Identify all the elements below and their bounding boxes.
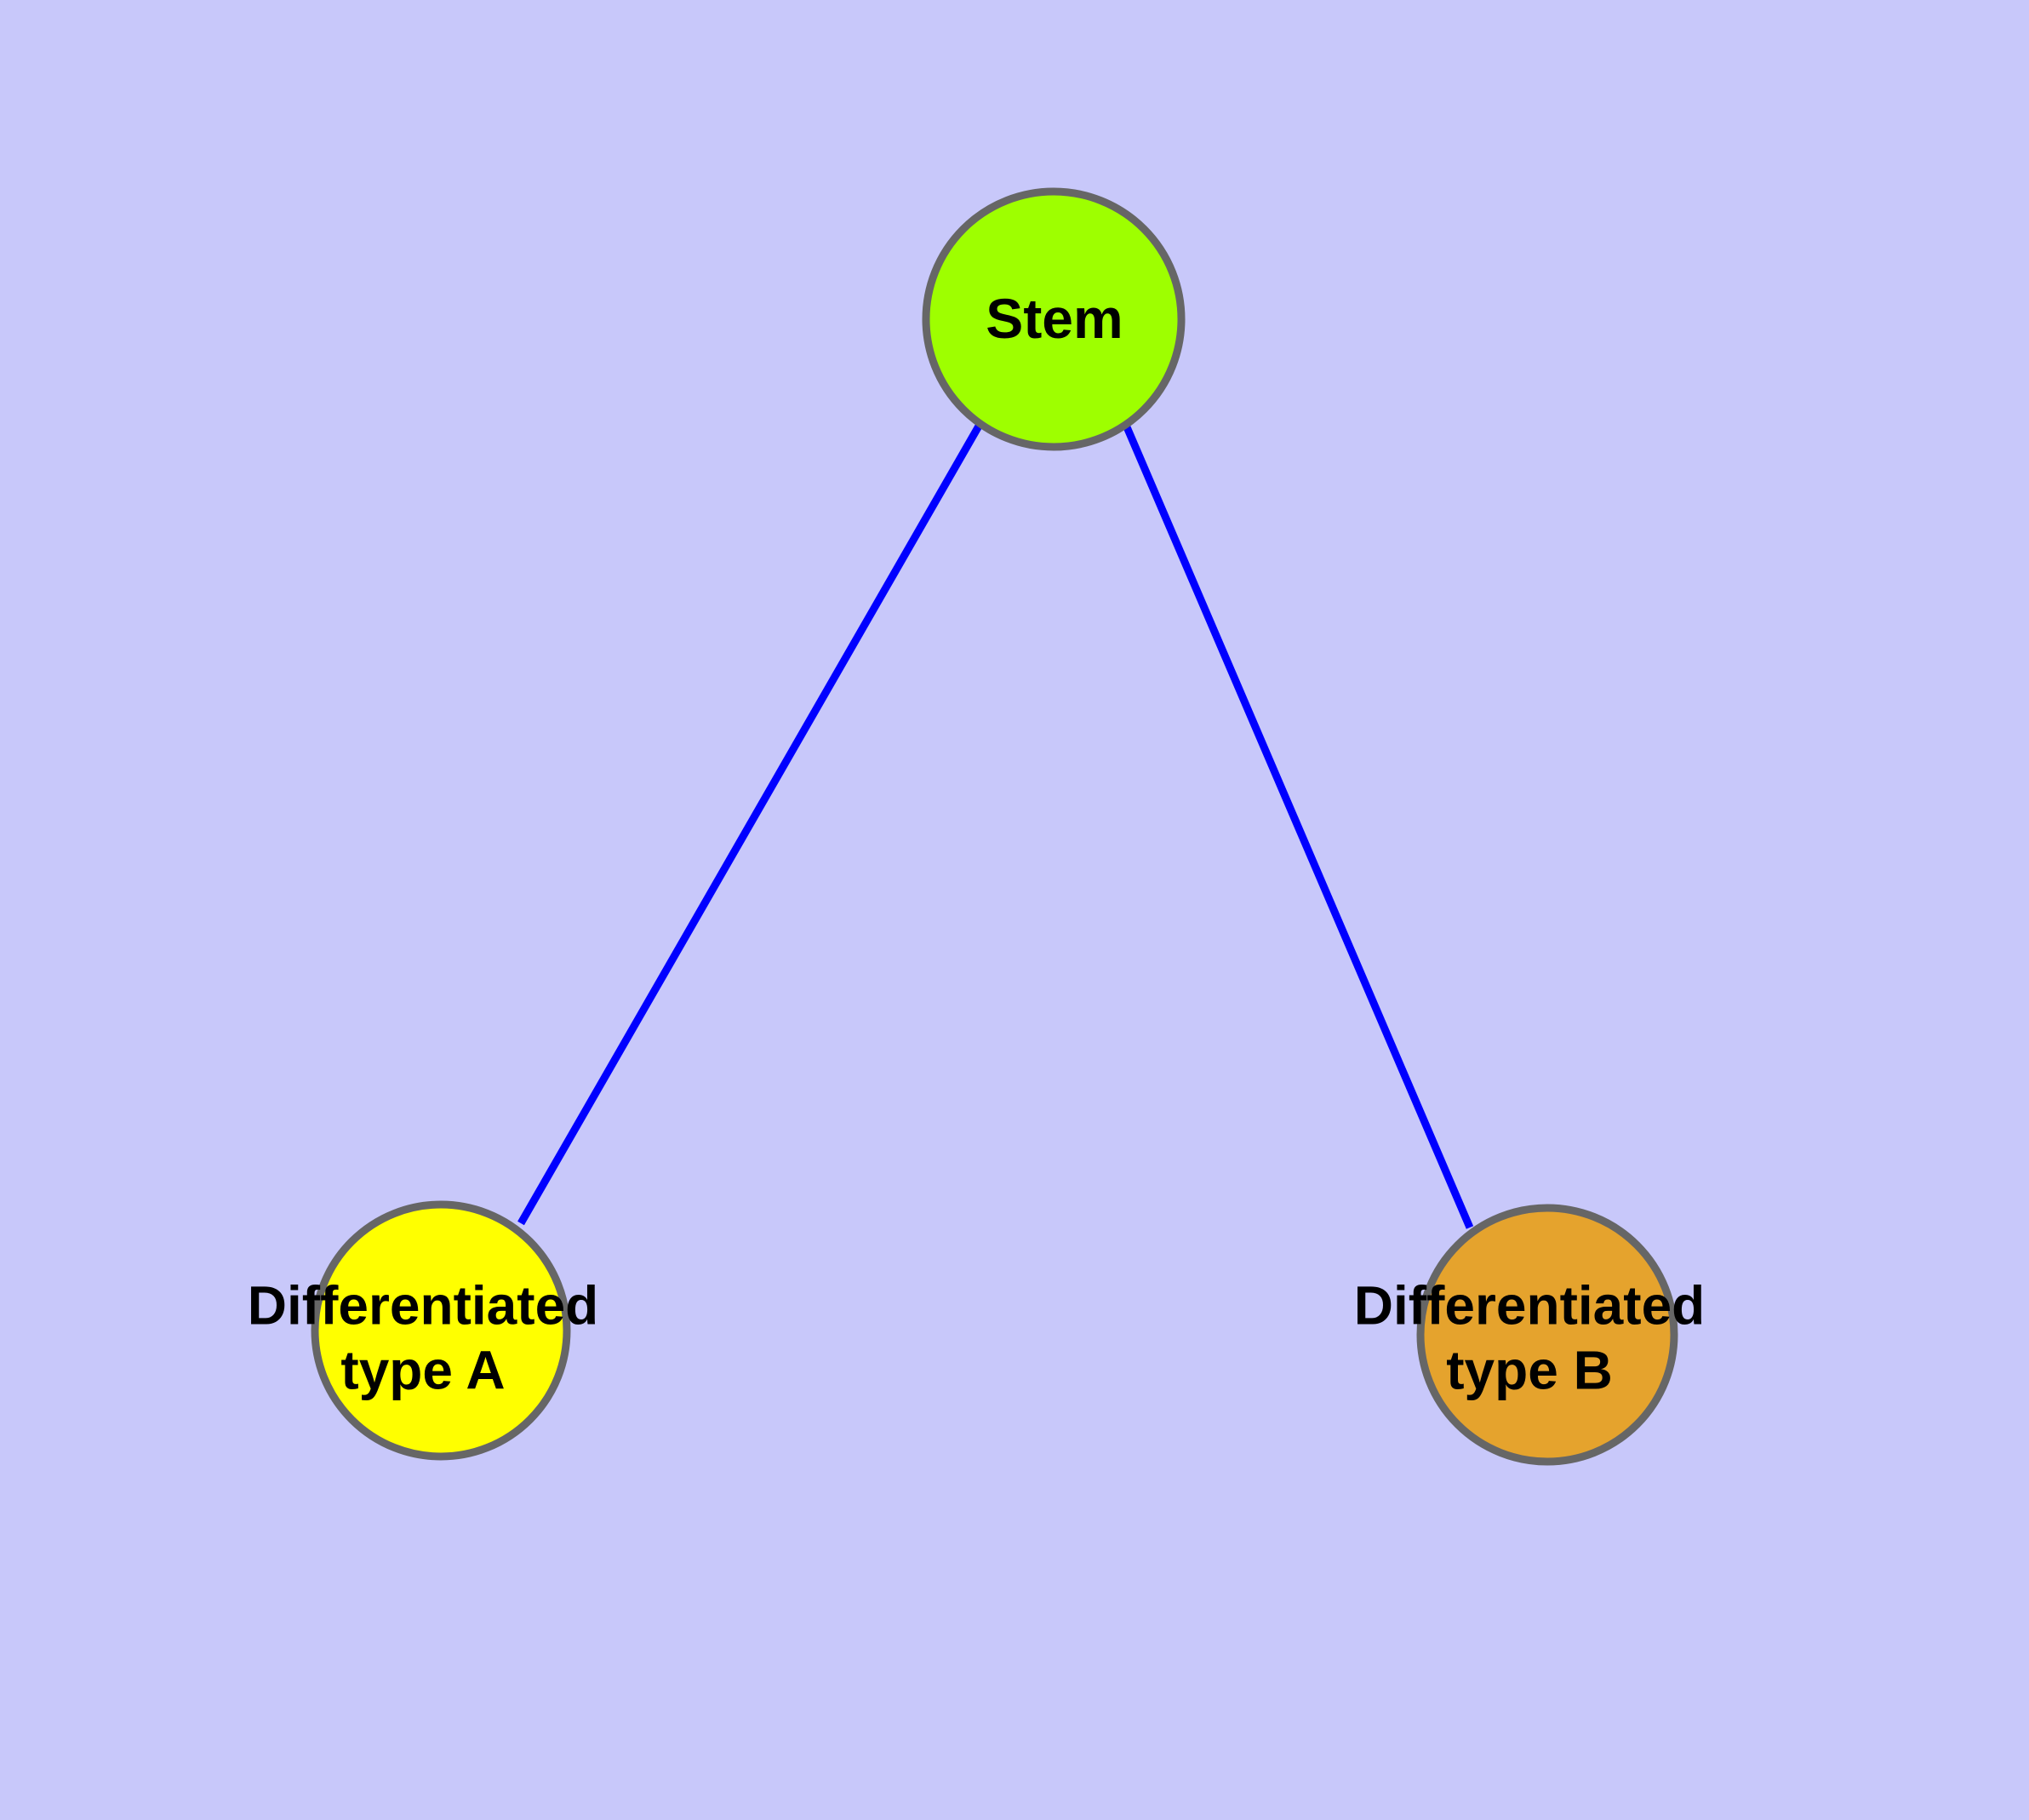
- edge-layer: [517, 421, 1474, 1229]
- graph-node-diff_b[interactable]: [1416, 1204, 1678, 1466]
- graph-node-diff_a[interactable]: [311, 1200, 571, 1461]
- graph-node-stem[interactable]: [922, 187, 1186, 451]
- graph-edge-stem-to-diff-a: [517, 421, 984, 1226]
- node-layer: [311, 187, 1678, 1466]
- graph-edge-stem-to-diff-b: [1121, 421, 1474, 1229]
